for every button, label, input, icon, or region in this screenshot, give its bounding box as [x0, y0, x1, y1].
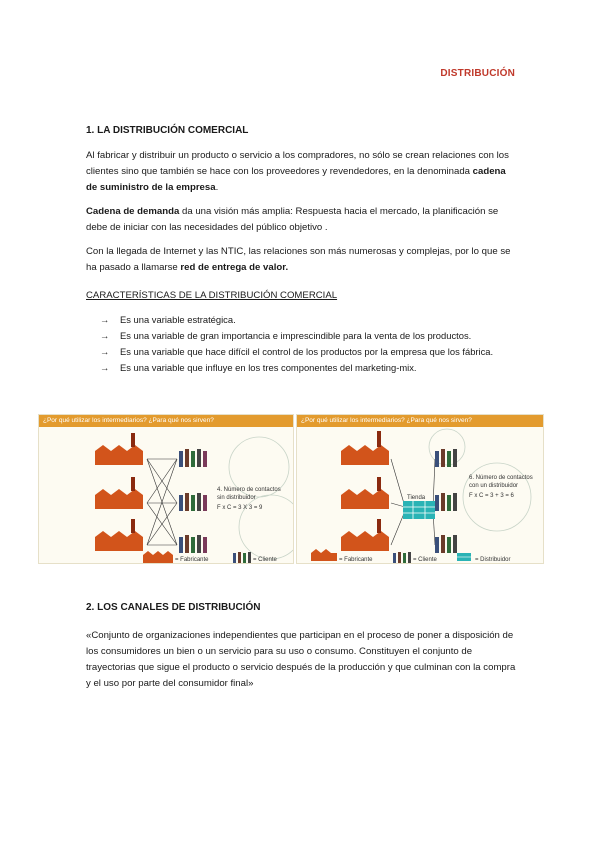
paragraph-text: da una visión más amplia: Respuesta haci… — [86, 206, 499, 233]
arrow-right-icon: → — [100, 362, 110, 373]
factory-icons — [311, 431, 389, 561]
client-groups — [393, 449, 457, 563]
contacts-formula: F x C = 3 + 3 = 6 — [469, 493, 515, 499]
contacts-formula: F x C = 3 X 3 = 9 — [217, 505, 263, 511]
list-item-text: Es una variable de gran importancia e im… — [120, 330, 472, 341]
contacts-note-line-2: sin distribuidor — [217, 495, 256, 501]
client-group-icon — [435, 493, 457, 511]
list-item: → Es una variable de gran importancia e i… — [100, 328, 520, 344]
paragraph-text: Con la llegada de Internet y las NTIC, l… — [86, 246, 511, 273]
legend-distributor: = Distribuidor — [475, 557, 511, 563]
paragraph-value-network: Con la llegada de Internet y las NTIC, l… — [86, 244, 516, 276]
legend-manufacturer: = Fabricante — [175, 557, 209, 563]
bold-term: red de entrega de valor. — [180, 262, 289, 273]
factory-icon — [341, 431, 389, 465]
figure-illustration: Tienda 6. Número de contactos con un dis… — [311, 428, 533, 563]
factory-icon — [341, 477, 389, 509]
client-group-icon — [179, 535, 207, 553]
list-item-text: Es una variable que hace difícil el cont… — [120, 346, 494, 357]
paragraph-text: . — [215, 182, 219, 193]
store-label: Tienda — [407, 495, 426, 501]
legend-manufacturer: = Fabricante — [339, 557, 373, 563]
factory-icons — [95, 433, 173, 563]
figure-banner: ¿Por qué utilizar los intermediarios? ¿P… — [297, 415, 543, 427]
distributor-legend-icon — [457, 553, 471, 561]
factory-icon — [95, 477, 143, 509]
factory-icon — [143, 551, 173, 563]
document-header-title: DISTRIBUCIÓN — [440, 68, 515, 79]
contacts-note-line-2: con un distribuidor — [469, 483, 518, 489]
client-group-icon — [233, 552, 251, 563]
distribution-channels-quote: «Conjunto de organizaciones independient… — [86, 630, 516, 689]
factory-icon — [95, 433, 143, 465]
paragraph-text: Al fabricar y distribuir un producto o s… — [86, 150, 509, 177]
paragraph-supply-chain: Al fabricar y distribuir un producto o s… — [86, 148, 516, 196]
figure-without-intermediary: ¿Por qué utilizar los intermediarios? ¿P… — [38, 414, 294, 564]
list-item: → Es una variable que influye en los tres… — [100, 360, 520, 376]
bold-term: Cadena de demanda — [86, 206, 180, 217]
client-groups — [179, 449, 251, 563]
bold-term: cadena de suministro de la empresa — [86, 166, 506, 193]
arrow-right-icon: → — [100, 314, 110, 325]
characteristics-subheading: CARACTERÍSTICAS DE LA DISTRIBUCIÓN COMER… — [86, 290, 338, 301]
arrow-right-icon: → — [100, 346, 110, 357]
list-item: → Es una variable estratégica. — [100, 312, 520, 328]
client-group-icon — [393, 552, 411, 563]
figure-banner: ¿Por qué utilizar los intermediarios? ¿P… — [39, 415, 293, 427]
background-circles — [228, 436, 293, 560]
list-item-text: Es una variable estratégica. — [120, 314, 236, 325]
arrow-right-icon: → — [100, 330, 110, 341]
section-2-heading: 2. LOS CANALES DE DISTRIBUCIÓN — [86, 602, 261, 613]
contacts-note-line-1: 4. Número de contactos — [217, 487, 281, 493]
contact-lines — [146, 458, 178, 546]
legend-client: = Cliente — [253, 557, 278, 563]
figure-illustration: 4. Número de contactos sin distribuidor … — [95, 433, 293, 563]
store-icon — [403, 501, 435, 519]
characteristics-list: → Es una variable estratégica. → Es una va… — [100, 312, 520, 376]
contacts-note-line-1: 6. Número de contactos — [469, 475, 533, 481]
client-group-icon — [179, 493, 207, 511]
client-group-icon — [179, 449, 207, 467]
factory-icon — [341, 519, 389, 551]
client-group-icon — [435, 535, 457, 553]
client-group-icon — [435, 449, 457, 467]
figure-with-intermediary: ¿Por qué utilizar los intermediarios? ¿P… — [296, 414, 544, 564]
paragraph-demand-chain: Cadena de demanda da una visión más ampl… — [86, 204, 516, 236]
section-1-heading: 1. LA DISTRIBUCIÓN COMERCIAL — [86, 125, 249, 136]
list-item-text: Es una variable que influye en los tres … — [120, 362, 417, 373]
list-item: → Es una variable que hace difícil el con… — [100, 344, 520, 360]
legend-client: = Cliente — [413, 557, 438, 563]
factory-icon — [95, 519, 143, 551]
factory-icon — [311, 549, 337, 561]
